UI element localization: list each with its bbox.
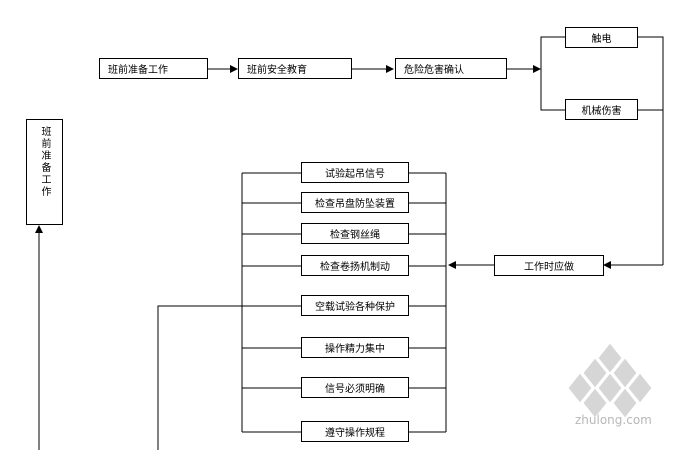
check-item: 检查卷扬机制动 [301,255,409,276]
hazard-mechanical-injury: 机械伤害 [565,99,638,120]
check-item: 检查吊盘防坠装置 [301,192,409,213]
step-safety-education: 班前安全教育 [238,58,352,79]
check-item: 信号必须明确 [301,377,409,398]
zhulong-logo-watermark [567,342,653,419]
check-item: 检查钢丝绳 [301,223,409,244]
left-pre-shift-box: 班前准备工作 [26,119,63,225]
check-item: 试验起吊信号 [301,162,409,183]
check-connectors [242,172,446,433]
hazard-bracket [540,36,565,111]
hazard-right-bracket [638,36,664,111]
hazard-electric-shock: 触电 [565,27,638,48]
check-item: 遵守操作规程 [301,421,409,442]
work-attention-box: 工作时应做 [494,255,604,276]
step-hazard-confirm: 危险危害确认 [395,58,507,79]
check-item: 空载试验各种保护 [301,295,409,316]
check-item: 操作精力集中 [301,337,409,358]
checks-exit-line [157,305,242,450]
watermark-text: zhulong.com [575,413,652,427]
step-pre-shift-prep: 班前准备工作 [99,58,208,79]
left-pre-shift-label: 班前准备工作 [39,126,50,198]
